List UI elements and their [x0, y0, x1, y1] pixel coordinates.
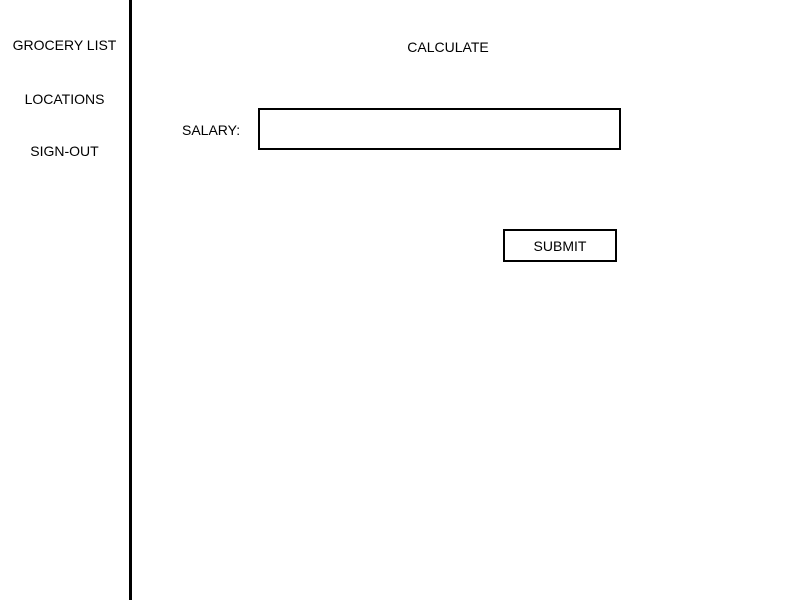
sidebar-item-grocery-list[interactable]: GROCERY LIST: [12, 37, 117, 53]
sidebar-item-locations[interactable]: LOCATIONS: [24, 91, 105, 107]
salary-input[interactable]: [258, 108, 621, 150]
sidebar-divider: [129, 0, 132, 600]
sidebar-item-sign-out[interactable]: SIGN-OUT: [30, 143, 99, 159]
submit-button[interactable]: SUBMIT: [503, 229, 617, 262]
salary-label: SALARY:: [182, 122, 241, 138]
sidebar: GROCERY LIST LOCATIONS SIGN-OUT: [0, 0, 129, 600]
page-title: CALCULATE: [407, 39, 489, 55]
